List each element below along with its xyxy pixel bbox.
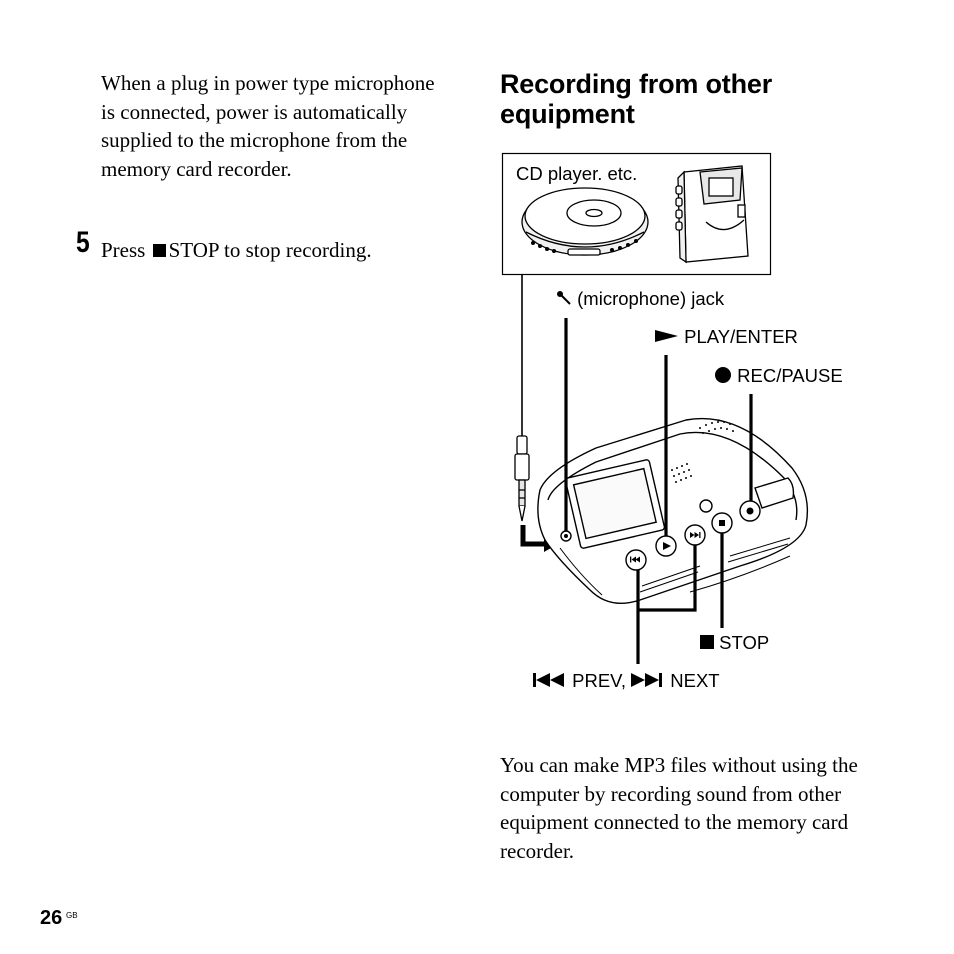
mic-jack-text: (microphone) jack	[577, 288, 725, 309]
outro-paragraph: You can make MP3 files without using the…	[500, 753, 858, 863]
prev-icon	[533, 673, 564, 687]
equipment-box-label: CD player. etc.	[516, 163, 638, 184]
prev-text: PREV,	[572, 670, 626, 691]
step-number: 5	[76, 226, 90, 259]
prev-next-label: PREV, NEXT	[533, 670, 720, 692]
next-callout	[638, 545, 697, 612]
cassette-player-illustration	[675, 165, 749, 264]
play-icon	[655, 330, 678, 342]
page-suffix: GB	[66, 911, 78, 920]
callout-lines	[564, 318, 753, 664]
equipment-box	[501, 152, 772, 276]
recorder-button-symbols	[630, 507, 754, 563]
memory-card-recorder-illustration	[537, 417, 809, 604]
page-number: 26	[40, 907, 63, 929]
step-text: Press STOP to stop recording.	[101, 236, 372, 264]
insert-arrow	[520, 525, 547, 547]
stop-label: STOP	[700, 632, 769, 654]
step-text-before: Press	[101, 238, 146, 262]
microphone-icon	[557, 291, 571, 305]
mic-jack-label: (microphone) jack	[556, 288, 724, 310]
play-enter-text: PLAY/ENTER	[684, 326, 798, 347]
rec-pause-label: REC/PAUSE	[714, 365, 843, 387]
next-icon	[631, 673, 663, 687]
stop-square-icon	[152, 244, 166, 257]
record-icon	[715, 367, 731, 383]
audio-plug-illustration	[514, 435, 530, 522]
next-text: NEXT	[670, 670, 720, 691]
stop-text: STOP	[719, 632, 770, 653]
play-enter-label: PLAY/ENTER	[655, 326, 798, 348]
intro-paragraph: When a plug in power type microphone is …	[101, 71, 435, 181]
cd-player-illustration	[521, 187, 649, 256]
section-heading: Recording from other equipment	[500, 69, 773, 129]
recorder-buttons	[625, 500, 761, 571]
step-text-after: STOP to stop recording.	[168, 238, 372, 262]
rec-pause-text: REC/PAUSE	[737, 365, 843, 386]
stop-icon	[700, 635, 714, 649]
